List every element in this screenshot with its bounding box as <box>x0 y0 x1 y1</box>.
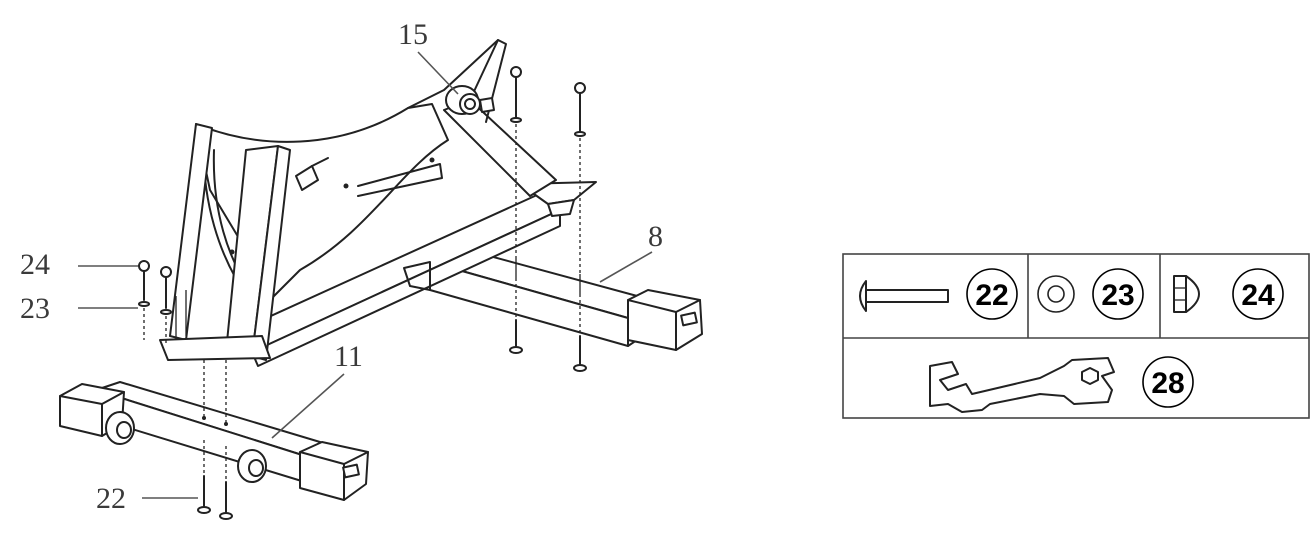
key-22: 22 <box>966 268 1018 320</box>
rear-fasteners <box>509 66 587 372</box>
callout-22-label: 22 <box>96 482 126 515</box>
key-28-label: 28 <box>1151 367 1184 400</box>
callout-11-label: 11 <box>334 340 363 373</box>
callout-8-label: 8 <box>648 220 663 253</box>
callout-23-label: 23 <box>20 292 50 325</box>
carriage-bolt-icon <box>859 280 949 312</box>
key-24: 24 <box>1232 268 1284 320</box>
front-upright <box>159 123 291 361</box>
key-24-label: 24 <box>1241 279 1275 312</box>
front-stabilizer <box>59 381 369 501</box>
callout-24: 24 <box>20 248 138 281</box>
callout-22: 22 <box>96 482 198 515</box>
tension-knob <box>445 85 495 115</box>
cap-nut-icon <box>1173 275 1200 313</box>
front-fasteners <box>138 260 233 520</box>
callout-23: 23 <box>20 292 138 325</box>
callout-15: 15 <box>398 18 459 95</box>
key-23-label: 23 <box>1101 279 1134 312</box>
callout-15-label: 15 <box>398 18 428 51</box>
bike-frame <box>159 39 703 367</box>
key-23: 23 <box>1092 268 1144 320</box>
rear-stabilizer <box>429 247 703 351</box>
callout-24-label: 24 <box>20 248 50 281</box>
callout-11: 11 <box>271 340 363 439</box>
callout-8: 8 <box>599 220 663 283</box>
key-22-label: 22 <box>975 279 1008 312</box>
wrench-icon <box>929 357 1115 413</box>
key-28: 28 <box>1142 356 1194 408</box>
washer-icon <box>1037 275 1075 313</box>
hardware-key: 22 23 24 28 <box>842 253 1310 419</box>
